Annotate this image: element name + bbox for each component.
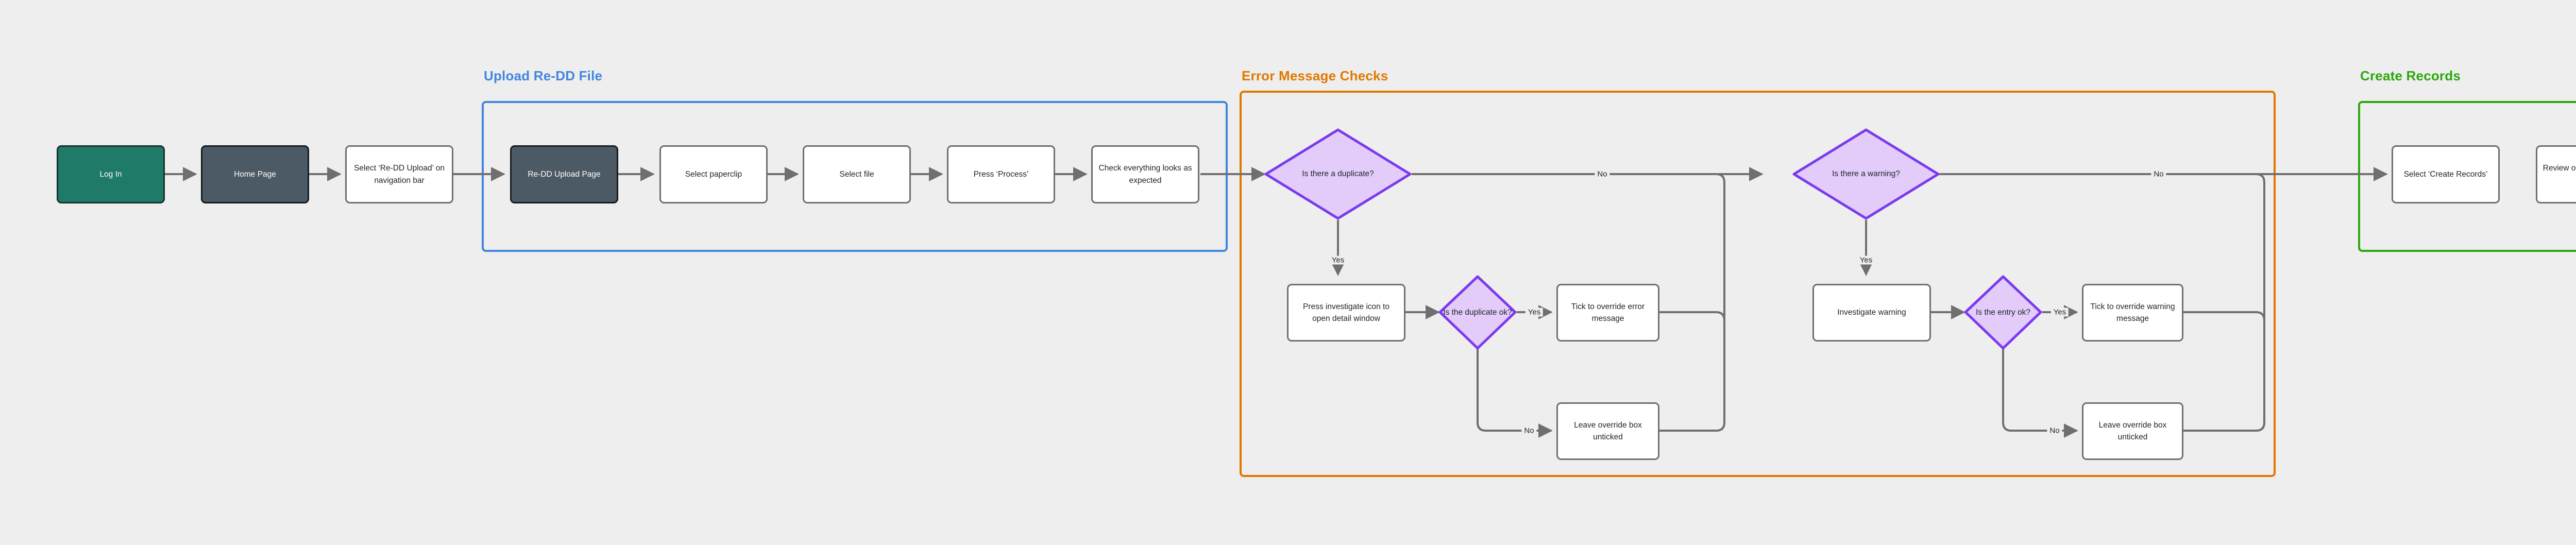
group-title-create-records: Create Records (2360, 68, 2461, 83)
node-select-paperclip[interactable]: Select paperclip (659, 145, 768, 203)
group-upload-re-dd-file (482, 101, 1228, 252)
decision-is-there-a-warning[interactable]: Is there a warning? (1792, 128, 1940, 220)
node-press-process[interactable]: Press ‘Process’ (947, 145, 1055, 203)
node-review-overrides[interactable]: Review overrides in popup window (2536, 145, 2576, 203)
group-create-records (2358, 101, 2576, 252)
edge-label-duplicate-ok-no: No (1521, 426, 1537, 435)
decision-is-the-duplicate-ok[interactable]: Is the duplicate ok? (1438, 275, 1517, 350)
edge-label-entry-ok-yes: Yes (2050, 308, 2069, 317)
edge-label-entry-ok-no: No (2047, 426, 2062, 435)
node-leave-override-unticked-error[interactable]: Leave override box unticked (1556, 402, 1659, 460)
node-select-re-dd-upload[interactable]: Select ‘Re-DD Upload’ on navigation bar (345, 145, 453, 203)
decision-is-the-entry-ok[interactable]: Is the entry ok? (1964, 275, 2042, 350)
edge-label-duplicate-ok-yes: Yes (1525, 308, 1544, 317)
node-tick-override-warning[interactable]: Tick to override warning message (2082, 284, 2183, 342)
node-investigate-warning[interactable]: Investigate warning (1812, 284, 1931, 342)
edge-label-warning-yes: Yes (1857, 256, 1875, 265)
node-leave-override-unticked-warning[interactable]: Leave override box unticked (2082, 402, 2183, 460)
group-title-upload-re-dd-file: Upload Re-DD File (484, 68, 603, 83)
node-tick-override-error[interactable]: Tick to override error message (1556, 284, 1659, 342)
group-title-error-message-checks: Error Message Checks (1242, 68, 1388, 83)
node-press-investigate-icon[interactable]: Press investigate icon to open detail wi… (1287, 284, 1405, 342)
node-check-everything[interactable]: Check everything looks as expected (1091, 145, 1199, 203)
group-error-message-checks (1240, 91, 2276, 477)
edge-label-duplicate-yes: Yes (1329, 256, 1347, 265)
node-log-in[interactable]: Log In (57, 145, 165, 203)
node-select-file[interactable]: Select file (803, 145, 911, 203)
node-home-page[interactable]: Home Page (201, 145, 309, 203)
edge-label-duplicate-no: No (1595, 169, 1610, 179)
decision-is-there-a-duplicate[interactable]: Is there a duplicate? (1264, 128, 1412, 220)
node-select-create-records[interactable]: Select ‘Create Records’ (2392, 145, 2500, 203)
edge-label-warning-no: No (2151, 169, 2166, 179)
node-re-dd-upload-page[interactable]: Re-DD Upload Page (510, 145, 618, 203)
